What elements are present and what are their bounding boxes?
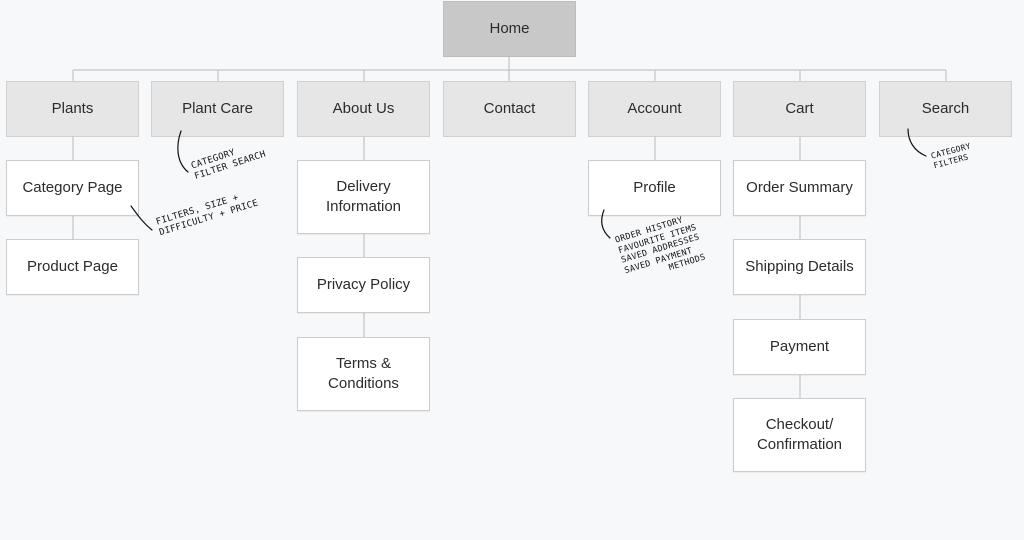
- node-payment[interactable]: Payment: [733, 319, 866, 375]
- node-contact[interactable]: Contact: [443, 81, 576, 137]
- node-order-summary[interactable]: Order Summary: [733, 160, 866, 216]
- node-account[interactable]: Account: [588, 81, 721, 137]
- node-plants[interactable]: Plants: [6, 81, 139, 137]
- node-plant-care[interactable]: Plant Care: [151, 81, 284, 137]
- node-cart[interactable]: Cart: [733, 81, 866, 137]
- node-checkout-confirmation[interactable]: Checkout/ Confirmation: [733, 398, 866, 472]
- node-about-us[interactable]: About Us: [297, 81, 430, 137]
- node-product-page[interactable]: Product Page: [6, 239, 139, 295]
- node-privacy-policy[interactable]: Privacy Policy: [297, 257, 430, 313]
- node-search[interactable]: Search: [879, 81, 1012, 137]
- node-category-page[interactable]: Category Page: [6, 160, 139, 216]
- node-delivery-information[interactable]: Delivery Information: [297, 160, 430, 234]
- node-terms-conditions[interactable]: Terms & Conditions: [297, 337, 430, 411]
- node-profile[interactable]: Profile: [588, 160, 721, 216]
- node-home[interactable]: Home: [443, 1, 576, 57]
- node-shipping-details[interactable]: Shipping Details: [733, 239, 866, 295]
